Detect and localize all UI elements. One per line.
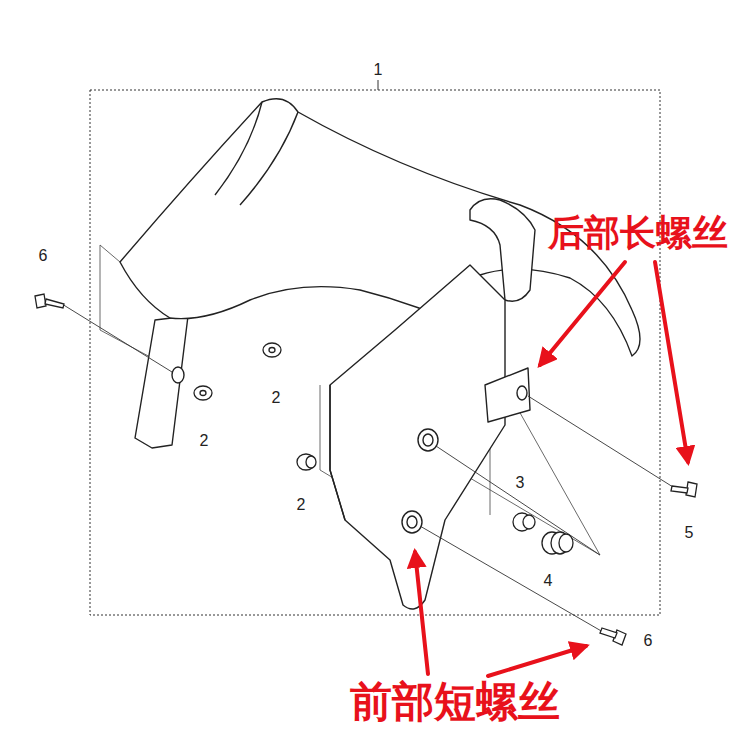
callout-number: 6 (39, 248, 48, 264)
callout-number: 2 (200, 433, 209, 449)
front-fender (120, 99, 640, 609)
annotation-text: 后部长螺丝 (548, 215, 728, 251)
callout-number: 3 (516, 475, 525, 491)
callout-number: 2 (272, 390, 281, 406)
callout-number: 6 (644, 633, 653, 649)
hardware-parts (35, 294, 697, 645)
annotation-text: 前部短螺丝 (350, 681, 560, 723)
callout-number: 1 (374, 62, 383, 78)
callout-number: 5 (685, 525, 694, 541)
callout-number: 4 (544, 573, 553, 589)
leader-lines (62, 304, 673, 632)
group-box (90, 90, 660, 615)
leader-line (378, 80, 379, 90)
red-arrows (415, 262, 688, 676)
callout-number: 2 (297, 497, 306, 513)
